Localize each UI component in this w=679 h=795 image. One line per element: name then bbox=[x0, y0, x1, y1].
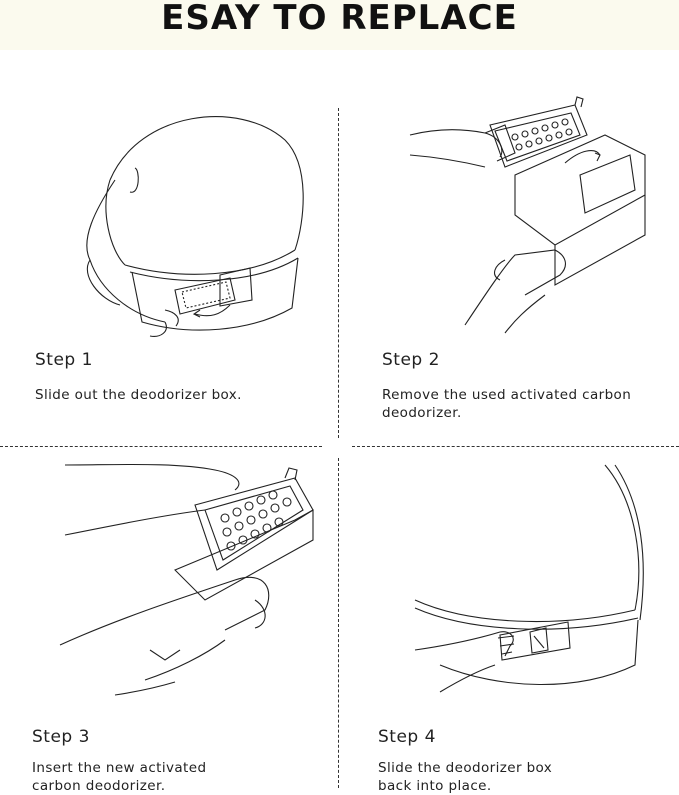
step4-text-line-1: Slide the deodorizer box bbox=[378, 760, 553, 776]
page-title: ESAY TO REPLACE bbox=[161, 0, 518, 38]
step3-text-line-2: carbon deodorizer. bbox=[32, 778, 166, 794]
divider-vertical-bottom bbox=[338, 458, 339, 788]
step4-text-line-2: back into place. bbox=[378, 778, 492, 794]
step2-illustration bbox=[405, 95, 655, 335]
step1-text-line-1: Slide out the deodorizer box. bbox=[35, 387, 242, 403]
step3-illustration bbox=[55, 460, 320, 700]
step3-text-line-1: Insert the new activated bbox=[32, 760, 207, 776]
step1-title: Step 1 bbox=[35, 350, 93, 370]
step3-title: Step 3 bbox=[32, 727, 90, 747]
divider-vertical-top bbox=[338, 108, 339, 438]
step2-text-line-2: deodorizer. bbox=[382, 405, 462, 421]
header-band: ESAY TO REPLACE bbox=[0, 0, 679, 50]
step2-text-line-1: Remove the used activated carbon bbox=[382, 387, 632, 403]
step4-title: Step 4 bbox=[378, 727, 436, 747]
step1-illustration bbox=[70, 100, 305, 340]
step4-illustration bbox=[410, 460, 650, 705]
step2-title: Step 2 bbox=[382, 350, 440, 370]
divider-horizontal-left bbox=[0, 446, 322, 447]
divider-horizontal-right bbox=[352, 446, 679, 447]
